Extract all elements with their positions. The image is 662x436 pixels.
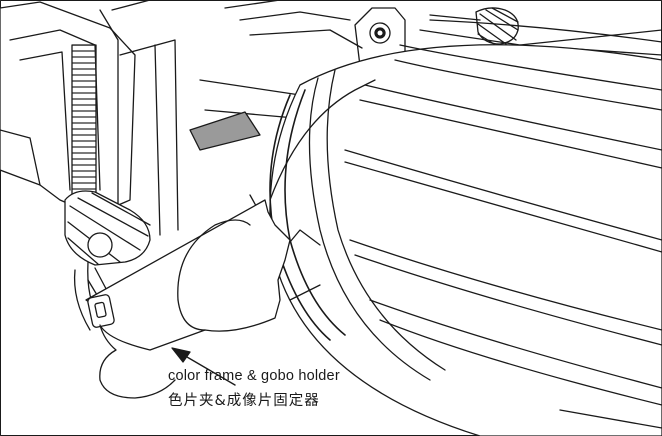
callout-label-chinese: 色片夹&成像片固定器: [168, 393, 320, 409]
left-knob: [64, 190, 151, 331]
callout-label-english: color frame & gobo holder: [168, 368, 340, 384]
gobo-holder-plate: [85, 199, 291, 399]
indicator-arrow: [171, 347, 236, 386]
lens-barrel: [269, 19, 662, 436]
fixture-yoke: [0, 0, 179, 236]
top-knob: [475, 7, 519, 45]
